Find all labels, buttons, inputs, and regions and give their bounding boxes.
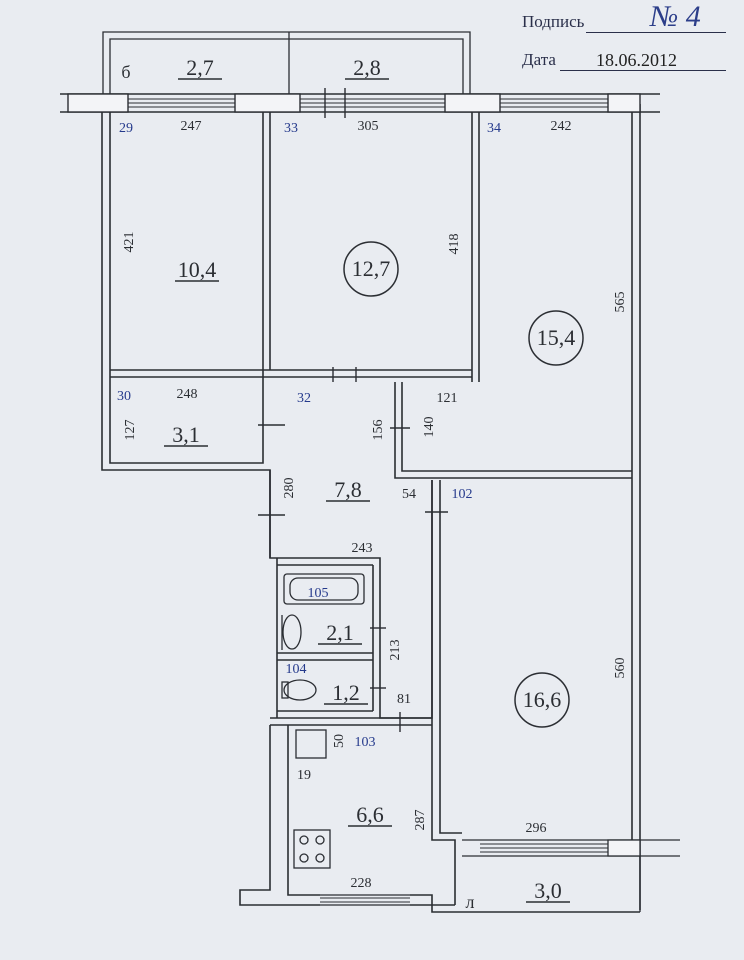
door-marks (258, 367, 448, 732)
kitchen-sink (295, 729, 327, 759)
signature-line (586, 32, 726, 33)
dimension-label: 421 (122, 232, 137, 253)
room-number: 105 (308, 586, 329, 601)
room-number: 29 (119, 121, 133, 136)
bathtub (283, 573, 365, 605)
room-number: 103 (355, 735, 376, 750)
sink (282, 614, 302, 650)
room-area: 15,4 (537, 325, 576, 350)
bottom-balcony (320, 839, 680, 912)
dimension-label: 243 (352, 541, 373, 556)
room-number: 33 (284, 121, 298, 136)
balcony-letter: л (466, 892, 475, 912)
dimension-label: 50 (332, 734, 347, 748)
date-label: Дата (522, 50, 556, 69)
dimension-label: 296 (526, 821, 547, 836)
balcony-letter: б (121, 62, 130, 82)
dimension-label: 156 (371, 420, 386, 441)
dimension-label: 121 (437, 391, 458, 406)
walls (101, 104, 641, 913)
dimension-label: 560 (613, 658, 628, 679)
room-area: 3,0 (534, 878, 562, 903)
room-area: 12,7 (352, 256, 391, 281)
room-area: 2,7 (186, 55, 214, 80)
room-area-circle (514, 672, 570, 728)
room-area-circle (343, 241, 399, 297)
dimension-label: 140 (422, 417, 437, 438)
room-area: 3,1 (172, 422, 200, 447)
room-area: 2,8 (353, 55, 381, 80)
room-number: 34 (487, 121, 501, 136)
toilet (283, 679, 317, 701)
room-area-circle (528, 310, 584, 366)
dimension-label: 228 (351, 876, 372, 891)
room-number: 102 (452, 487, 473, 502)
dimension-label: 213 (388, 640, 403, 661)
top-wall (60, 88, 660, 118)
dimension-label: 127 (123, 420, 138, 441)
top-balconies (102, 31, 471, 94)
date-value: 18.06.2012 (596, 50, 677, 70)
dimension-label: 565 (613, 292, 628, 313)
dimension-label: 54 (402, 487, 416, 502)
dimension-label: 247 (181, 119, 202, 134)
dimension-label: 287 (413, 810, 428, 831)
dimension-label: 418 (447, 234, 462, 255)
fixtures (281, 573, 365, 869)
dimension-label: 305 (358, 119, 379, 134)
room-area: 1,2 (332, 680, 360, 705)
dimension-label: 242 (551, 119, 572, 134)
room-area: 10,4 (178, 257, 217, 282)
dimension-label: 81 (397, 692, 411, 707)
signature-label: Подпись (522, 12, 585, 31)
dimension-label: 19 (297, 768, 311, 783)
room-area: 2,1 (326, 620, 354, 645)
dimension-label: 280 (282, 478, 297, 499)
room-number: 104 (286, 662, 307, 677)
room-number: 32 (297, 391, 311, 406)
room-number: 30 (117, 389, 131, 404)
room-area: 16,6 (523, 687, 562, 712)
stove (293, 829, 331, 869)
dimension-label: 248 (177, 387, 198, 402)
date-line (560, 70, 726, 71)
room-area: 7,8 (334, 477, 362, 502)
signature-mark: № 4 (650, 0, 701, 33)
room-area: 6,6 (356, 802, 384, 827)
